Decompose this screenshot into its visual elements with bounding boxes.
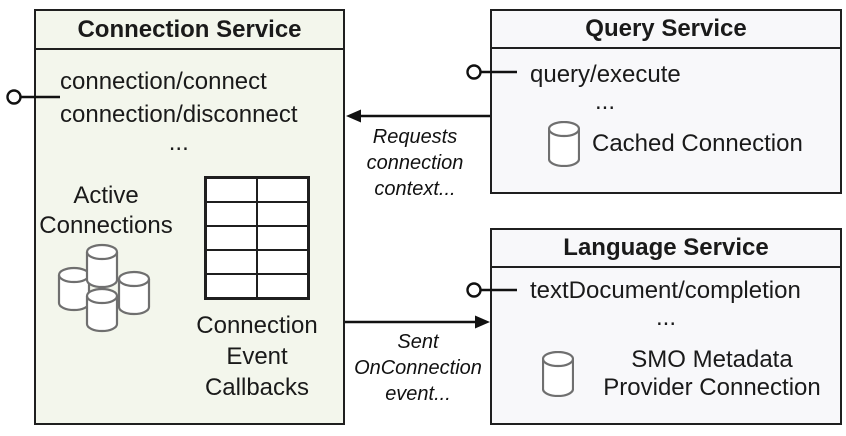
language-service-box: Language Service textDocument/completion… bbox=[490, 228, 842, 425]
table-cell bbox=[206, 202, 257, 226]
query-service-box: Query Service query/execute ... Cached C… bbox=[490, 9, 842, 194]
connection-event-table bbox=[204, 176, 310, 300]
database-icon bbox=[548, 121, 580, 167]
requests-arrow-left-icon bbox=[346, 109, 490, 123]
connection-service-title: Connection Service bbox=[36, 11, 343, 50]
language-service-title: Language Service bbox=[492, 230, 840, 268]
table-cell bbox=[257, 178, 308, 202]
table-cell bbox=[257, 274, 308, 298]
methods-ellipsis: ... bbox=[655, 304, 676, 331]
query-service-title: Query Service bbox=[492, 11, 840, 49]
table-cell bbox=[206, 274, 257, 298]
smo-metadata-item: SMO Metadata Provider Connection bbox=[542, 346, 838, 402]
language-service-methods: textDocument/completion ... bbox=[530, 276, 802, 330]
connection-service-methods: connection/connect connection/disconnect… bbox=[60, 65, 298, 155]
table-cell bbox=[257, 202, 308, 226]
sent-onconnection-note: Sent OnConnection event... bbox=[354, 331, 482, 405]
connection-event-callbacks-label: Connection Event Callbacks bbox=[196, 312, 318, 401]
database-cluster-icon bbox=[57, 243, 151, 333]
table-cell bbox=[206, 250, 257, 274]
method-connection-disconnect: connection/disconnect bbox=[60, 101, 298, 128]
cached-connection-label: Cached Connection bbox=[592, 130, 803, 157]
query-service-methods: query/execute ... bbox=[530, 60, 681, 115]
table-cell bbox=[257, 250, 308, 274]
connection-service-box: Connection Service connection/connect co… bbox=[34, 9, 345, 425]
cached-connection-item: Cached Connection bbox=[548, 121, 803, 167]
smo-metadata-label: SMO Metadata Provider Connection bbox=[603, 346, 821, 401]
method-textdocument-completion: textDocument/completion bbox=[530, 277, 801, 304]
active-connections-label: Active Connections bbox=[39, 182, 173, 239]
table-cell bbox=[257, 226, 308, 250]
methods-ellipsis: ... bbox=[168, 129, 189, 156]
method-connection-connect: connection/connect bbox=[60, 68, 267, 95]
methods-ellipsis: ... bbox=[594, 88, 615, 115]
sent-arrow-right-icon bbox=[345, 315, 490, 329]
table-cell bbox=[206, 178, 257, 202]
method-query-execute: query/execute bbox=[530, 61, 681, 88]
requests-connection-note: Requests connection context... bbox=[366, 126, 464, 200]
database-icon bbox=[542, 351, 574, 397]
table-cell bbox=[206, 226, 257, 250]
